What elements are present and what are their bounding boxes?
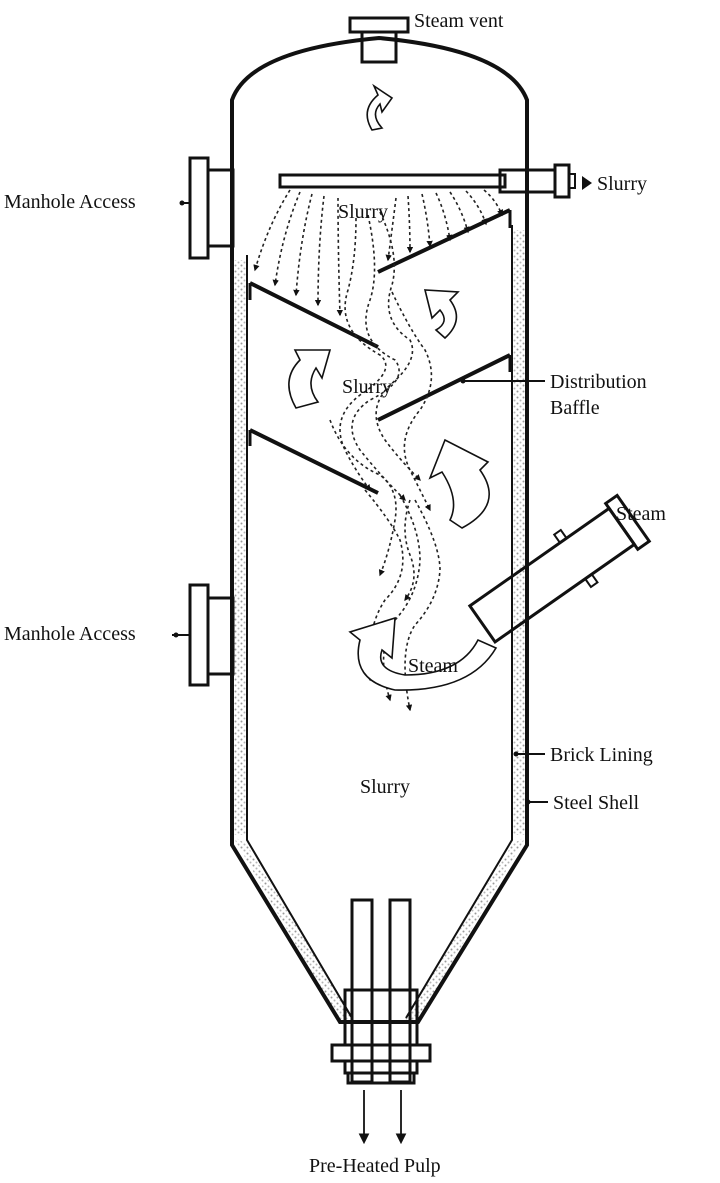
steam-inlet-nozzle xyxy=(467,493,652,644)
label-manhole-lower: Manhole Access xyxy=(4,623,136,645)
interior-steam-flow: Steam xyxy=(408,655,458,677)
slurry-inlet-pipe xyxy=(278,163,576,199)
outlet-nozzle xyxy=(330,898,432,1085)
distribution-baffles xyxy=(248,208,512,495)
label-steel-shell: Steel Shell xyxy=(553,792,640,814)
slurry-spray-arrows xyxy=(253,189,504,317)
label-steam-inlet: Steam xyxy=(616,503,666,525)
slurry-inlet-arrow-icon xyxy=(582,176,592,190)
label-steam-vent: Steam vent xyxy=(414,10,504,32)
steam-swirl-arrows xyxy=(288,83,498,691)
manhole-lower[interactable] xyxy=(172,583,235,687)
interior-slurry-bottom: Slurry xyxy=(360,776,410,798)
label-brick-lining: Brick Lining xyxy=(550,744,653,766)
label-manhole-upper: Manhole Access xyxy=(4,191,136,213)
interior-slurry-spray: Slurry xyxy=(338,201,388,223)
steam-vent-nozzle xyxy=(348,16,410,64)
label-outlet: Pre-Heated Pulp xyxy=(309,1155,441,1177)
outlet-flow-arrows xyxy=(358,1090,407,1145)
interior-labels: Slurry Slurry Steam Slurry xyxy=(338,201,458,798)
label-slurry-inlet: Slurry xyxy=(597,173,647,195)
manhole-upper[interactable] xyxy=(179,156,235,260)
interior-slurry-middle: Slurry xyxy=(342,376,392,398)
slurry-serpentine-flow xyxy=(329,211,441,712)
labels: Steam vent Slurry Manhole Access Manhole… xyxy=(4,10,666,1177)
label-baffle: Baffle xyxy=(550,397,600,419)
label-distribution: Distribution xyxy=(550,371,647,393)
